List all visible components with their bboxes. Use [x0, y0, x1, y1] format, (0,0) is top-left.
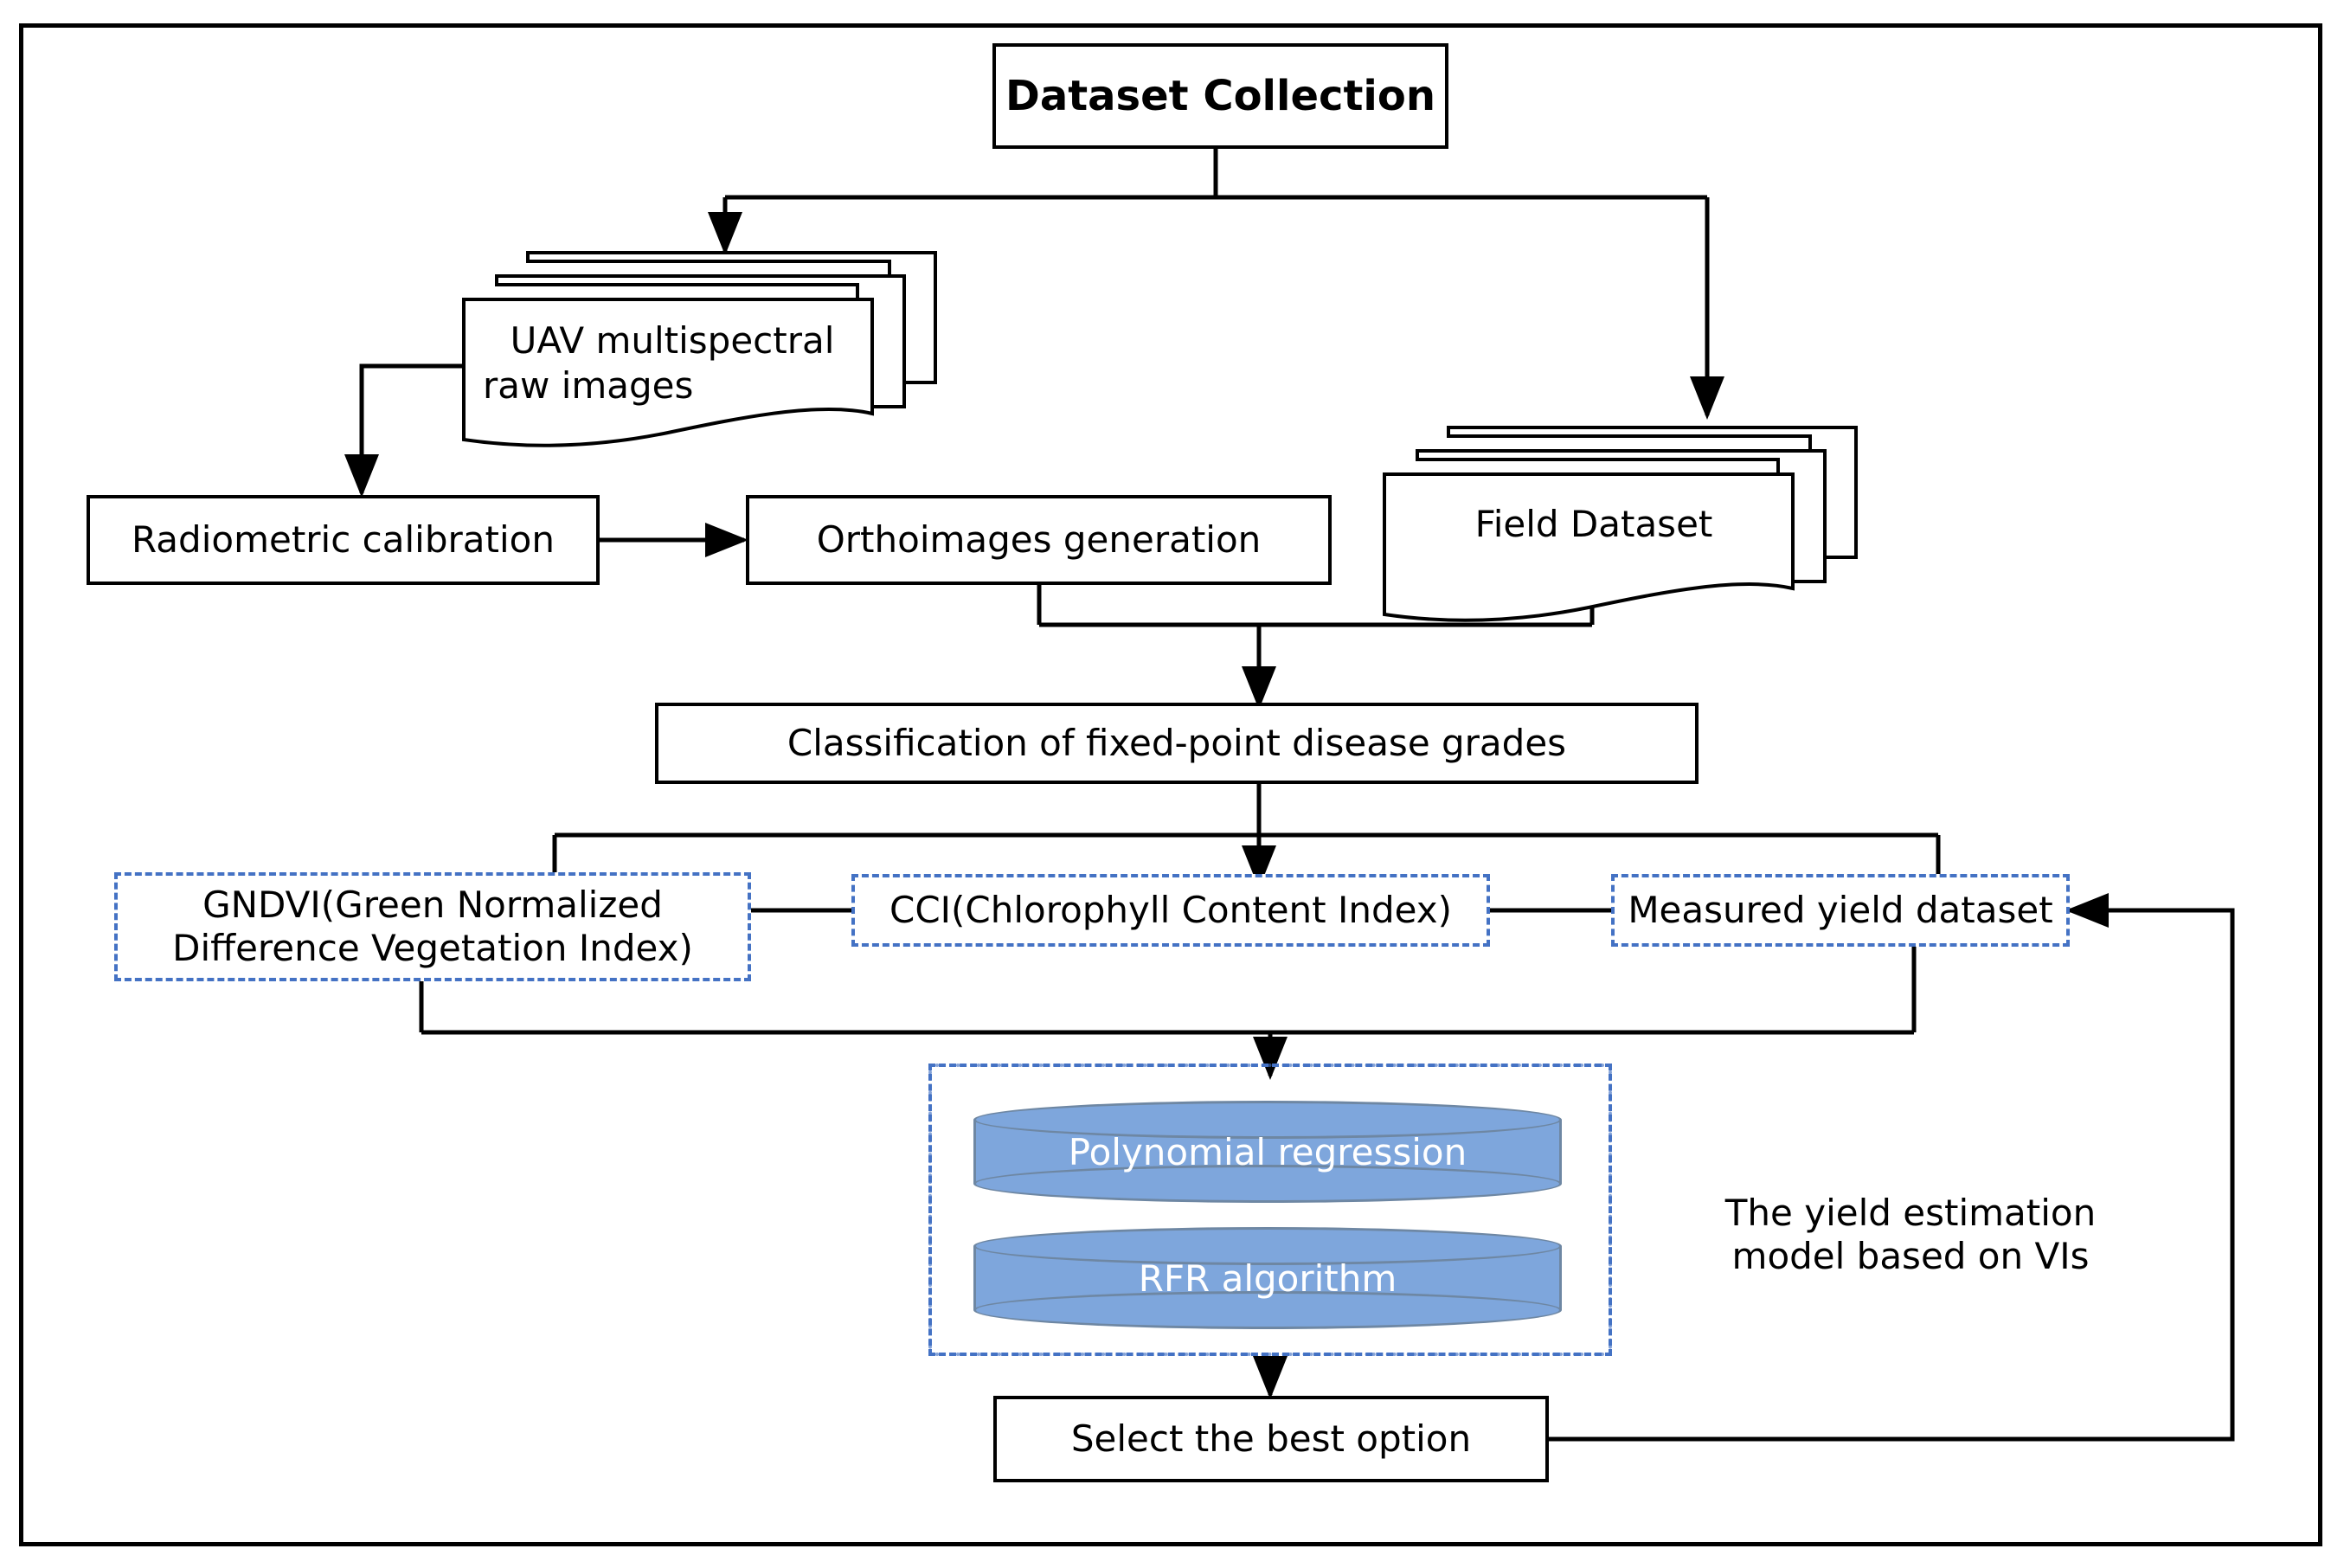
uav-label-line2: raw images	[483, 364, 694, 407]
node-orthoimages-generation[interactable]: Orthoimages generation	[746, 495, 1332, 585]
node-field-dataset[interactable]: Field Dataset	[1378, 419, 1862, 627]
rfr-algorithm-cylinder-top	[973, 1227, 1562, 1265]
node-dataset-collection-label: Dataset Collection	[1005, 71, 1435, 120]
node-gndvi[interactable]: GNDVI(Green Normalized Difference Vegeta…	[114, 872, 751, 981]
node-radiometric-calibration[interactable]: Radiometric calibration	[87, 495, 600, 585]
node-polynomial-regression[interactable]: Polynomial regression	[973, 1101, 1562, 1203]
node-uav-multispectral-images-label: UAV multispectral raw images	[478, 312, 867, 415]
polynomial-regression-cylinder-top	[973, 1101, 1562, 1139]
field-dataset-multidoc-shape	[1383, 426, 1858, 622]
node-rfr-algorithm[interactable]: RFR algorithm	[973, 1227, 1562, 1329]
node-orthoimages-generation-label: Orthoimages generation	[816, 518, 1262, 562]
node-radiometric-calibration-label: Radiometric calibration	[132, 518, 555, 562]
node-select-best-option-label: Select the best option	[1070, 1417, 1472, 1461]
rfr-algorithm-cylinder-bottom	[973, 1291, 1562, 1329]
node-field-dataset-label: Field Dataset	[1474, 502, 1713, 545]
edge-uav-to-radiometric	[344, 363, 463, 498]
node-gndvi-label-line1: GNDVI(Green Normalized	[202, 884, 663, 927]
diagram-outer-border	[19, 23, 2322, 1546]
model-caption-line2: model based on VIs	[1731, 1235, 2090, 1277]
node-select-best-option[interactable]: Select the best option	[993, 1396, 1549, 1482]
model-caption-line1: The yield estimation	[1724, 1192, 2097, 1235]
node-measured-yield-dataset-label: Measured yield dataset	[1628, 889, 2053, 932]
uav-label-line1: UAV multispectral	[510, 318, 835, 362]
node-classification-disease-grades[interactable]: Classification of fixed-point disease gr…	[655, 703, 1699, 784]
node-measured-yield-dataset[interactable]: Measured yield dataset	[1611, 874, 2070, 947]
label-yield-estimation-model-caption: The yield estimation model based on VIs	[1642, 1170, 2179, 1300]
uav-multidoc-shape	[462, 251, 937, 447]
node-cci[interactable]: CCI(Chlorophyll Content Index)	[851, 874, 1490, 947]
edge-feedback-loop	[1549, 893, 2235, 1442]
node-polynomial-regression-label: Polynomial regression	[1068, 1130, 1467, 1173]
node-classification-disease-grades-label: Classification of fixed-point disease gr…	[787, 722, 1567, 765]
node-cci-label: CCI(Chlorophyll Content Index)	[889, 889, 1452, 932]
node-gndvi-label-line2: Difference Vegetation Index)	[172, 927, 693, 969]
node-dataset-collection[interactable]: Dataset Collection	[992, 43, 1448, 149]
node-uav-multispectral-images[interactable]: UAV multispectral raw images	[457, 244, 941, 452]
group-yield-estimation-model	[928, 1064, 1612, 1356]
node-rfr-algorithm-label: RFR algorithm	[1138, 1256, 1397, 1300]
polynomial-regression-cylinder-bottom	[973, 1165, 1562, 1203]
